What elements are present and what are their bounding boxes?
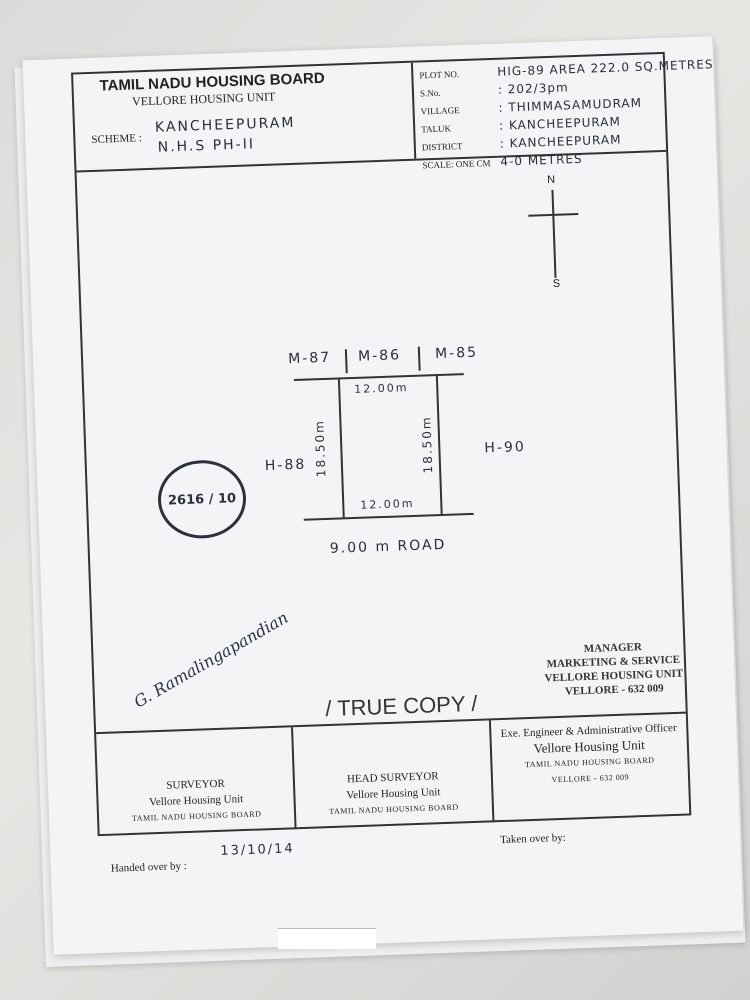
- neighbor-m87: M-87: [287, 349, 332, 368]
- right-dimension: 18.50m: [419, 415, 436, 474]
- surveyor-cell: SURVEYOR Vellore Housing Unit TAMIL NADU…: [96, 727, 297, 837]
- field-label: DISTRICT: [421, 141, 463, 153]
- scheme-line-1: KANCHEEPURAM: [154, 114, 296, 136]
- field-label: S.No.: [419, 87, 441, 99]
- handed-over-label: Handed over by :: [110, 860, 188, 875]
- signature: G. Ramalingapandian: [130, 607, 292, 712]
- west-neighbor: H-88: [264, 456, 307, 475]
- engineer-cell: Exe. Engineer & Administrative Officer V…: [491, 714, 690, 823]
- plot-top-line: [293, 373, 464, 381]
- left-dimension: 18.50m: [312, 418, 329, 478]
- header: TAMIL NADU HOUSING BOARD VELLORE HOUSING…: [73, 53, 714, 173]
- divider: [344, 349, 348, 374]
- field-value: : 202/3pm: [497, 80, 569, 97]
- divider: [417, 346, 421, 371]
- field-value: 4-0 METRES: [500, 151, 583, 169]
- taken-over-label: Taken over by:: [499, 831, 567, 847]
- field-label: SCALE: ONE CM: [422, 158, 491, 171]
- field-label: TALUK: [421, 123, 452, 135]
- header-left: TAMIL NADU HOUSING BOARD VELLORE HOUSING…: [73, 62, 417, 171]
- handed-over-date: 13/10/14: [220, 841, 295, 859]
- neighbor-m85: M-85: [434, 344, 479, 363]
- north-label: N: [546, 173, 556, 187]
- plot-left-line: [337, 377, 345, 518]
- plot-fields: PLOT NO.HIG-89 AREA 222.0 SQ.METRES S.No…: [419, 56, 717, 174]
- field-label: PLOT NO.: [419, 69, 460, 81]
- head-surveyor-cell: HEAD SURVEYOR Vellore Housing Unit TAMIL…: [293, 720, 495, 830]
- top-dimension: 12.00m: [354, 381, 409, 396]
- true-copy-stamp: / TRUE COPY /: [324, 690, 478, 722]
- north-arrow-icon: N S: [527, 173, 581, 290]
- signatory-row: SURVEYOR Vellore Housing Unit TAMIL NADU…: [96, 711, 690, 837]
- neighbor-m86: M-86: [357, 347, 402, 365]
- round-stamp: 2616 / 10: [156, 458, 248, 540]
- document-frame: TAMIL NADU HOUSING BOARD VELLORE HOUSING…: [71, 51, 714, 837]
- bottom-dimension: 12.00m: [360, 496, 415, 512]
- south-label: S: [552, 277, 561, 290]
- plot-right-line: [435, 374, 443, 514]
- east-neighbor: H-90: [484, 438, 527, 457]
- manager-stamp: MANAGER MARKETING & SERVICE VELLORE HOUS…: [543, 639, 684, 700]
- scheme-line-2: N.H.S PH-II: [157, 136, 256, 156]
- plot-document: TAMIL NADU HOUSING BOARD VELLORE HOUSING…: [22, 36, 744, 955]
- field-label: VILLAGE: [420, 105, 460, 117]
- stamp-text: 2616 / 10: [167, 490, 237, 509]
- scheme-label: SCHEME :: [91, 132, 143, 146]
- plot-bottom-line: [303, 512, 474, 521]
- road-label: 9.00 m ROAD: [329, 536, 447, 557]
- lower-sheet-tab: [278, 928, 376, 949]
